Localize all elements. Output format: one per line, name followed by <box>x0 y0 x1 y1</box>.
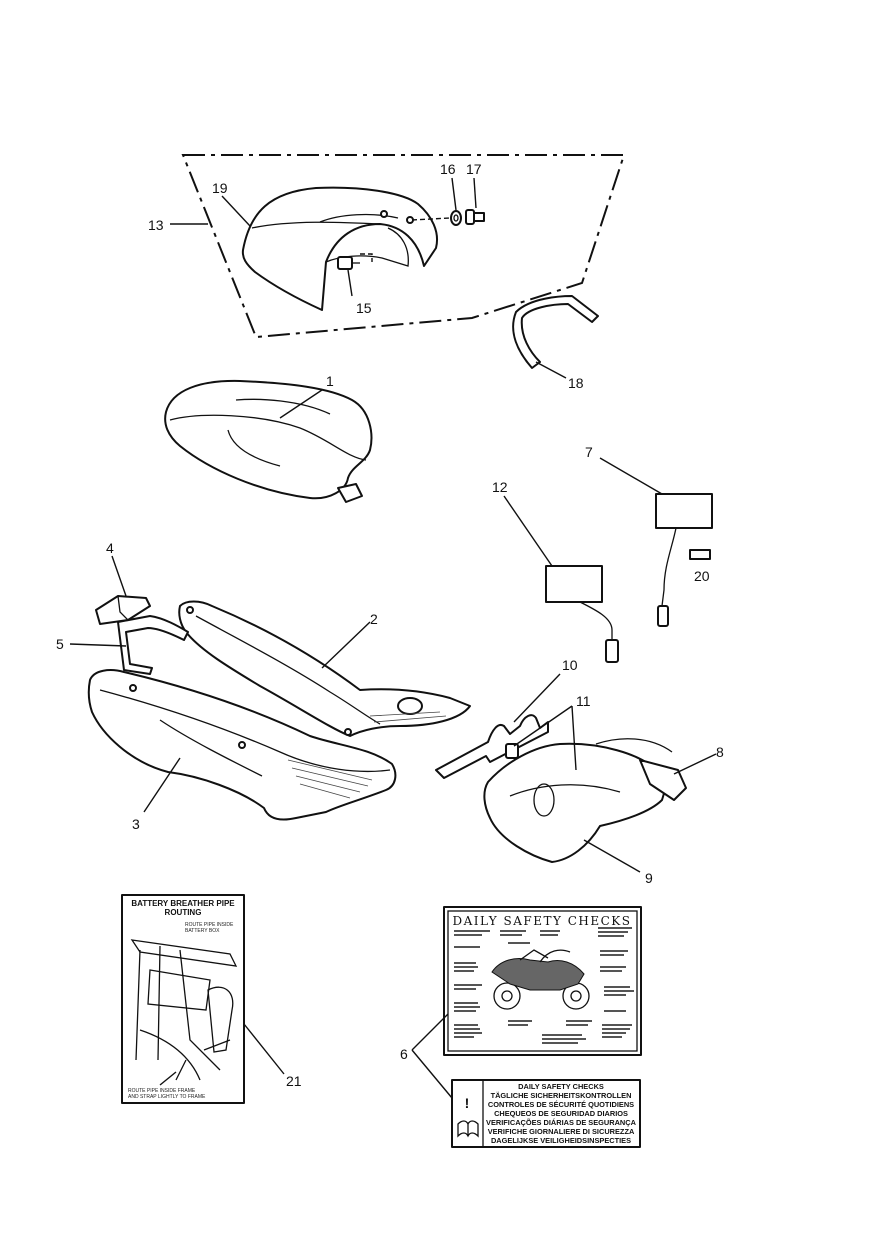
callout-5: 5 <box>56 636 64 652</box>
battery-routing-drawing <box>130 939 238 1086</box>
callout-16: 16 <box>440 161 456 177</box>
warning-label-7 <box>655 493 713 627</box>
callout-21: 21 <box>286 1073 302 1089</box>
callout-15: 15 <box>356 300 372 316</box>
battery-note-top-line1: ROUTE PIPE INSIDE <box>185 922 234 928</box>
callout-numbers: 1 2 3 4 5 6 7 8 9 10 11 12 13 15 16 17 1… <box>56 161 724 1089</box>
multilingual-line-fr: CONTROLES DE SÉCURITÉ QUOTIDIENS <box>488 1100 634 1109</box>
callout-11: 11 <box>576 693 591 709</box>
battery-note-bottom-line1: ROUTE PIPE INSIDE FRAME <box>128 1088 196 1094</box>
callout-17: 17 <box>466 161 482 177</box>
callout-7: 7 <box>585 444 593 460</box>
callout-3: 3 <box>132 816 140 832</box>
washer-16 <box>450 210 462 226</box>
battery-note-bottom-line2: AND STRAP LIGHTLY TO FRAME <box>128 1094 206 1100</box>
daily-checks-fineprint <box>454 927 634 1044</box>
clip-20 <box>689 549 711 560</box>
battery-note-top-line2: BATTERY BOX <box>185 928 220 934</box>
multilingual-line-pt: VERIFICAÇÕES DIÁRIAS DE SEGURANÇA <box>486 1118 637 1127</box>
callout-13: 13 <box>148 217 164 233</box>
callout-10: 10 <box>562 657 578 673</box>
manual-book-icon <box>457 1120 479 1138</box>
callout-20: 20 <box>694 568 710 584</box>
exclamation-icon: ! <box>465 1095 470 1111</box>
warning-label-12 <box>545 565 619 663</box>
seat <box>164 379 373 503</box>
side-panel <box>87 669 397 821</box>
callout-2: 2 <box>370 611 378 627</box>
leader-lines <box>69 177 717 1099</box>
seat-cowl <box>241 186 451 311</box>
callout-8: 8 <box>716 744 724 760</box>
battery-title-line2: ROUTING <box>165 908 202 917</box>
callout-9: 9 <box>645 870 653 886</box>
mounting-bracket <box>117 615 189 675</box>
callout-6: 6 <box>400 1046 408 1062</box>
callout-4: 4 <box>106 540 114 556</box>
multilingual-line-es: CHEQUEOS DE SEGURIDAD DIARIOS <box>494 1109 628 1118</box>
inner-panel <box>178 600 471 737</box>
motorcycle-illustration <box>491 949 590 1010</box>
seat-cowl-group-outline <box>181 154 626 339</box>
multilingual-line-it: VERIFICHE GIORNALIERE DI SICUREZZA <box>488 1127 635 1136</box>
battery-breather-label: BATTERY BREATHER PIPE ROUTING ROUTE PIPE… <box>121 894 245 1104</box>
callout-19: 19 <box>212 180 228 196</box>
rear-undertray <box>483 738 687 863</box>
callout-1: 1 <box>326 373 334 389</box>
daily-checks-title: DAILY SAFETY CHECKS <box>453 914 632 928</box>
multilingual-line-de: TÄGLICHE SICHERHEITSKONTROLLEN <box>491 1091 632 1100</box>
multilingual-line-nl: DAGELIJKSE VEILIGHEIDSINSPECTIES <box>491 1136 631 1145</box>
callout-18: 18 <box>568 375 584 391</box>
undertray-bracket <box>639 759 687 801</box>
grab-handle <box>512 295 599 369</box>
bolt-15 <box>337 256 360 270</box>
multilingual-line-en: DAILY SAFETY CHECKS <box>518 1082 604 1091</box>
screw-17 <box>465 209 485 225</box>
daily-safety-checks-label: DAILY SAFETY CHECKS <box>443 906 642 1056</box>
battery-title-line1: BATTERY BREATHER PIPE <box>131 899 235 908</box>
rubber-pad <box>95 595 151 625</box>
multilingual-safety-label: ! DAILY SAFETY CHECKS TÄGLICHE SICHERHEI… <box>451 1079 641 1148</box>
callout-12: 12 <box>492 479 508 495</box>
